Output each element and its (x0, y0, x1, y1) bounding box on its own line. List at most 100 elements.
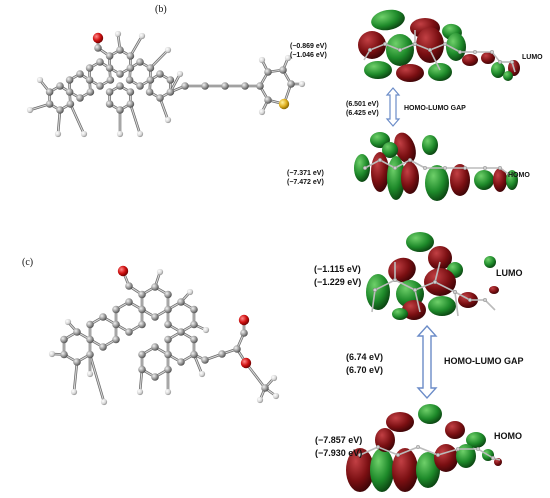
bond (444, 43, 461, 53)
gap-label-c: HOMO-LUMO GAP (444, 356, 524, 366)
hydrogen-atom (202, 326, 210, 334)
carbon-atom (164, 305, 172, 314)
bond (437, 448, 459, 456)
atom (433, 280, 438, 285)
carbon-atom (116, 46, 124, 54)
carbon-atom (45, 100, 54, 108)
orbital-lobe-negative (396, 64, 424, 82)
atom (363, 165, 368, 170)
atom (463, 165, 468, 170)
carbon-atom (85, 64, 94, 72)
orbital-lobe-negative (386, 412, 414, 432)
orbital-lobe-positive (406, 232, 434, 252)
carbon-atom (201, 356, 209, 364)
carbon-atom (65, 88, 74, 96)
bond (434, 281, 456, 293)
carbon-atom (177, 298, 185, 306)
carbon-atom (218, 350, 226, 358)
carbon-atom (190, 320, 198, 329)
carbon-atom (166, 76, 175, 84)
carbon-atom (86, 350, 94, 359)
orbital-c-homo (346, 404, 502, 492)
hydrogen-atom (136, 388, 144, 396)
bond-highlight (149, 49, 169, 69)
hydrogen-atom (64, 318, 72, 326)
bond (374, 279, 396, 291)
atom (498, 165, 503, 170)
bond (429, 49, 441, 71)
hydrogen-atom (114, 30, 122, 38)
carbon-atom (151, 283, 159, 291)
atom (393, 278, 398, 283)
orbital-lobe-positive (428, 63, 452, 81)
bond (417, 446, 439, 456)
atom (458, 50, 463, 55)
bond (484, 299, 496, 311)
molecule-c (48, 265, 280, 406)
carbon-atom (60, 335, 68, 344)
carbon-atom (138, 305, 146, 314)
panel-label-c: (c) (22, 257, 34, 268)
atom (456, 447, 461, 452)
bond (359, 446, 379, 456)
atom (473, 50, 478, 55)
carbon-atom (221, 82, 229, 90)
orbital-c-lumo (366, 232, 499, 320)
orbital-lobe-negative (493, 168, 507, 192)
hydrogen-atom (116, 130, 124, 138)
carbon-atom (151, 343, 159, 351)
carbon-atom (99, 313, 107, 321)
bond (414, 43, 431, 51)
carbon-atom (65, 76, 74, 84)
gap-label-b: HOMO-LUMO GAP (404, 105, 466, 112)
carbon-atom (177, 358, 185, 366)
bond-highlight (159, 97, 169, 121)
hydrogen-atom (258, 108, 266, 116)
carbon-atom (138, 320, 146, 329)
atom (416, 445, 421, 450)
carbon-atom (164, 335, 172, 344)
carbon-atom (164, 365, 172, 374)
carbon-atom (136, 58, 144, 66)
hydrogen-atom (36, 76, 44, 84)
atom (428, 48, 433, 53)
carbon-atom (261, 384, 269, 392)
atom (398, 48, 403, 53)
carbon-atom (105, 64, 114, 72)
carbon-atom (116, 106, 124, 114)
bond (364, 159, 381, 169)
orbital-lobe-negative (481, 52, 495, 64)
carbon-atom (105, 52, 114, 60)
bond-highlight (245, 362, 266, 389)
hydrogen-atom (164, 388, 172, 396)
orbital-lobe-positive (354, 154, 370, 182)
orbital-lobe-negative (394, 132, 416, 164)
carbon-atom (164, 350, 172, 359)
bond (369, 43, 386, 51)
oxygen-atom (117, 265, 129, 277)
homo-label-b: HOMO (508, 172, 530, 179)
carbon-atom (126, 52, 135, 60)
carbon-atom (190, 350, 198, 359)
atom (383, 42, 388, 47)
carbon-atom (264, 68, 272, 76)
bond-highlight (69, 103, 85, 135)
carbon-atom (56, 82, 64, 90)
hydrogen-atom (176, 70, 184, 78)
carbon-atom (136, 82, 144, 90)
gap-arrow-c (416, 324, 438, 400)
hydrogen-atom (256, 396, 264, 404)
orbital-lobe-negative (375, 428, 395, 452)
carbon-atom (94, 44, 102, 52)
lumo-energy-b: (−0.869 eV) (−1.046 eV) (290, 43, 327, 59)
hydrogen-atom (26, 106, 34, 114)
carbon-atom (116, 70, 124, 78)
orbital-lobe-negative (450, 164, 470, 196)
hydrogen-atom (186, 288, 194, 296)
orbital-lobe-negative (416, 27, 444, 63)
bond (379, 159, 396, 169)
orbital-lobe-positive (392, 308, 408, 320)
carbon-atom (240, 329, 248, 337)
